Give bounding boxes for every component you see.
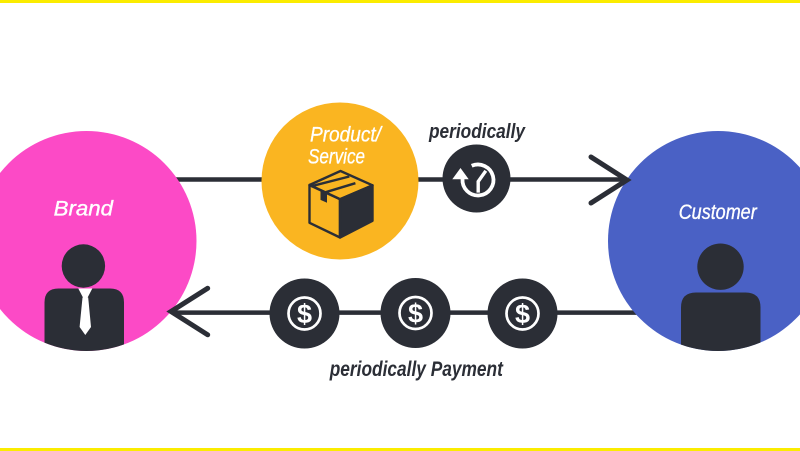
svg-text:Brand: Brand — [54, 198, 115, 221]
svg-text:$: $ — [408, 299, 423, 329]
svg-text:$: $ — [297, 299, 312, 329]
svg-text:$: $ — [515, 299, 530, 329]
svg-text:periodically: periodically — [428, 120, 526, 143]
svg-text:Customer: Customer — [679, 201, 758, 224]
svg-text:Service: Service — [308, 146, 365, 169]
svg-text:periodically Payment: periodically Payment — [329, 358, 504, 381]
svg-text:Product/: Product/ — [310, 124, 383, 147]
